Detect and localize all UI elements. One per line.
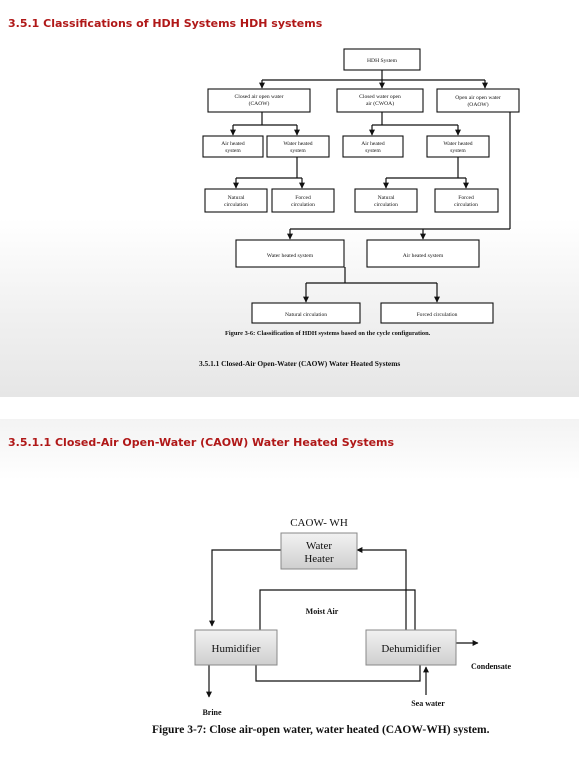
caow-wh-title: CAOW- WH xyxy=(290,517,348,529)
box-oaow-air-heated: Air heated system xyxy=(366,239,480,268)
svg-text:air (CWOA): air (CWOA) xyxy=(366,100,394,107)
svg-text:(OAOW): (OAOW) xyxy=(467,101,488,108)
box-natural-circulation-3: Natural circulation xyxy=(251,302,361,324)
svg-text:system: system xyxy=(290,148,306,154)
slide2-heading: 3.5.1.1 Closed-Air Open-Water (CAOW) Wat… xyxy=(8,436,395,449)
svg-text:circulation: circulation xyxy=(291,202,315,208)
svg-text:Natural circulation: Natural circulation xyxy=(285,312,327,318)
svg-text:HDH System: HDH System xyxy=(367,58,398,64)
slide-gap xyxy=(0,397,579,419)
svg-text:Water: Water xyxy=(306,540,332,552)
slide-caow-wh: 3.5.1.1 Closed-Air Open-Water (CAOW) Wat… xyxy=(0,419,579,759)
box-dehumidifier: Dehumidifier xyxy=(365,629,457,666)
box-cwoa-water-heated: Water heated system xyxy=(426,135,490,158)
svg-text:Air heated system: Air heated system xyxy=(403,253,444,259)
slide-classification: 3.5.1 Classifications of HDH Systems HDH… xyxy=(0,0,579,397)
svg-text:system: system xyxy=(225,148,241,154)
box-hdh-system: HDH System xyxy=(343,48,421,71)
svg-text:Dehumidifier: Dehumidifier xyxy=(381,643,441,655)
svg-text:Water heated: Water heated xyxy=(443,141,472,147)
box-cwoa: Closed water open air (CWOA) xyxy=(336,88,424,113)
svg-text:system: system xyxy=(365,148,381,154)
caow-wh-connectors xyxy=(206,547,479,698)
box-forced-circulation-3: Forced circulation xyxy=(380,302,494,324)
svg-text:Air heated: Air heated xyxy=(221,141,245,147)
box-caow: Closed air open water (CAOW) xyxy=(207,88,311,113)
box-natural-circulation-1: Natural circulation xyxy=(204,188,268,213)
box-caow-water-heated: Water heated system xyxy=(266,135,330,158)
box-caow-air-heated: Air heated system xyxy=(202,135,264,158)
slide1-subsection-heading: 3.5.1.1 Closed-Air Open-Water (CAOW) Wat… xyxy=(199,359,401,368)
svg-text:Forced: Forced xyxy=(295,195,311,201)
svg-text:Humidifier: Humidifier xyxy=(212,643,261,655)
box-cwoa-air-heated: Air heated system xyxy=(342,135,404,158)
moist-air-label: Moist Air xyxy=(306,607,339,616)
svg-text:circulation: circulation xyxy=(454,202,478,208)
figure-3-7-caption: Figure 3-7: Close air-open water, water … xyxy=(152,724,490,736)
svg-text:Forced: Forced xyxy=(458,195,474,201)
figure-3-6-caption: Figure 3-6: Classification of HDH system… xyxy=(225,330,431,337)
svg-text:circulation: circulation xyxy=(224,202,248,208)
svg-text:(CAOW): (CAOW) xyxy=(249,100,270,107)
classification-connectors xyxy=(230,70,511,303)
box-forced-circulation-1: Forced circulation xyxy=(271,188,335,213)
caow-wh-diagram: CAOW- WH Water Heater Humidifier xyxy=(194,517,511,717)
svg-text:Heater: Heater xyxy=(304,553,334,565)
svg-text:circulation: circulation xyxy=(374,202,398,208)
svg-text:system: system xyxy=(450,148,466,154)
slide1-heading: 3.5.1 Classifications of HDH Systems HDH… xyxy=(8,17,323,30)
svg-text:Natural: Natural xyxy=(228,195,245,201)
svg-text:Open air open water: Open air open water xyxy=(455,95,501,101)
box-humidifier: Humidifier xyxy=(194,629,278,666)
box-forced-circulation-2: Forced circulation xyxy=(434,188,499,213)
box-oaow-water-heated: Water heated system xyxy=(235,239,345,268)
box-natural-circulation-2: Natural circulation xyxy=(354,188,418,213)
svg-text:Forced circulation: Forced circulation xyxy=(417,312,458,318)
sea-water-label: Sea water xyxy=(411,699,445,708)
brine-label: Brine xyxy=(202,708,222,717)
svg-text:Closed air open water: Closed air open water xyxy=(235,94,284,100)
svg-text:Water heated: Water heated xyxy=(283,141,312,147)
svg-text:Air heated: Air heated xyxy=(361,141,385,147)
box-oaow: Open air open water (OAOW) xyxy=(436,88,520,113)
svg-text:Water heated system: Water heated system xyxy=(267,253,314,259)
svg-text:Natural: Natural xyxy=(378,195,395,201)
box-water-heater: Water Heater xyxy=(280,532,358,570)
condensate-label: Condensate xyxy=(471,662,511,671)
hdh-classification-diagram: HDH System Closed air open water (CAOW) … xyxy=(202,48,520,324)
svg-text:Closed water open: Closed water open xyxy=(359,94,401,100)
